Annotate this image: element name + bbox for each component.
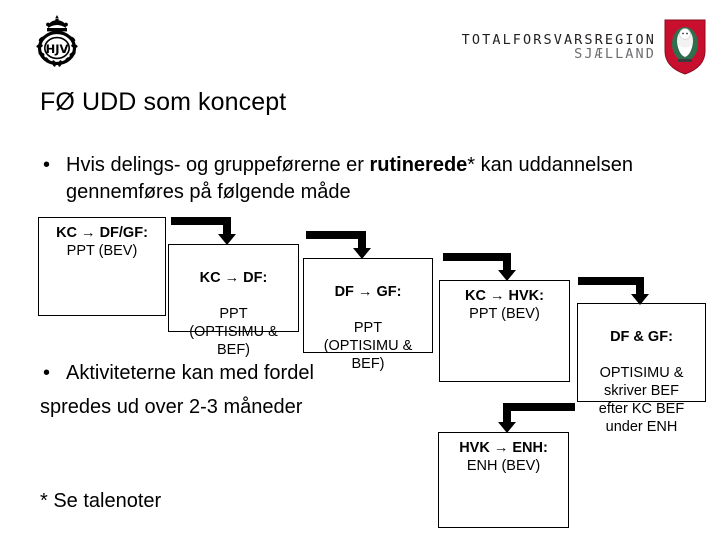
- bullet-2-line-2: spredes ud over 2-3 måneder: [40, 396, 303, 418]
- connector-hbar: [171, 217, 231, 225]
- connector-hbar: [443, 253, 511, 261]
- connector-kc-hvk-to-hvk-enh: [495, 403, 575, 435]
- flow-box-header: HVK → ENH:: [459, 440, 548, 456]
- connector-kc-df-gf-to-kc-df: [171, 217, 237, 249]
- flow-box-df-and-gf[interactable]: DF & GF: OPTISIMU & skriver BEF efter KC…: [577, 303, 706, 435]
- connector-vbar: [636, 277, 644, 295]
- bullet-2-line-1: Aktiviteterne kan med fordel: [66, 362, 314, 384]
- bullet-paragraph-2: • Aktiviteterne kan med fordel spredes u…: [40, 356, 440, 424]
- flow-box-header: KC → DF:: [199, 270, 268, 286]
- bullet-marker: •: [43, 154, 51, 176]
- wordmark-line-1: TOTALFORSVARSREGION: [461, 31, 656, 48]
- connector-vbar: [503, 403, 511, 423]
- connector-vbar: [358, 231, 366, 249]
- connector-hbar: [306, 231, 366, 239]
- connector-arrowhead: [498, 270, 516, 281]
- bullet-marker: •: [43, 362, 51, 384]
- bullet-paragraph-1: • Hvis delings- og gruppeførerne er ruti…: [40, 152, 680, 206]
- totalforsvarsregion-wordmark: TOTALFORSVARSREGION SJÆLLAND: [461, 31, 656, 62]
- flow-box-kc-hvk[interactable]: KC → HVK: PPT (BEV): [439, 280, 570, 382]
- flow-box-header: DF & GF:: [610, 329, 673, 345]
- footnote-talenoter: * Se talenoter: [40, 490, 162, 512]
- flow-box-kc-df[interactable]: KC → DF: PPT (OPTISIMU & BEF): [168, 244, 299, 358]
- page-title: FØ UDD som koncept: [40, 88, 287, 116]
- wordmark-line-2: SJÆLLAND: [574, 46, 656, 62]
- bullet-1-bold: rutinerede: [369, 154, 468, 176]
- flow-box-body: PPT (OPTISIMU & BEF): [323, 320, 413, 372]
- flow-box-body: PPT (OPTISIMU & BEF): [189, 306, 278, 358]
- connector-kc-hvk-to-df-and-gf: [578, 277, 650, 309]
- sjaelland-crest-icon: [664, 19, 706, 75]
- bullet-1-suffix: * kan uddannelsen gennemføres på følgend…: [66, 154, 633, 203]
- connector-df-gf-to-kc-hvk: [443, 253, 517, 285]
- connector-arrowhead: [353, 248, 371, 259]
- hjemmevaernet-logo: HJV: [26, 12, 88, 74]
- totalforsvarsregion-logo: TOTALFORSVARSREGION SJÆLLAND: [462, 18, 706, 76]
- flow-box-header: KC → DF/GF:: [56, 225, 148, 241]
- connector-kc-df-to-df-gf: [306, 231, 372, 263]
- flow-box-header: KC → HVK:: [465, 288, 544, 304]
- flow-box-hvk-enh[interactable]: HVK → ENH: ENH (BEV): [438, 432, 569, 528]
- connector-hbar: [503, 403, 575, 411]
- connector-arrowhead: [631, 294, 649, 305]
- connector-arrowhead: [218, 234, 236, 245]
- flow-box-kc-df-gf[interactable]: KC → DF/GF: PPT (BEV): [38, 217, 166, 316]
- flow-box-body: PPT (BEV): [66, 243, 138, 259]
- flow-box-body: PPT (BEV): [469, 306, 540, 322]
- connector-vbar: [223, 217, 231, 235]
- connector-hbar: [578, 277, 644, 285]
- flow-box-body: ENH (BEV): [466, 458, 541, 474]
- connector-arrowhead: [498, 422, 516, 433]
- flow-box-df-gf[interactable]: DF → GF: PPT (OPTISIMU & BEF): [303, 258, 433, 372]
- flow-box-header: DF → GF:: [334, 284, 402, 300]
- bullet-1-prefix: Hvis delings- og gruppeførerne er: [66, 154, 370, 176]
- svg-text:HJV: HJV: [46, 42, 69, 56]
- connector-vbar: [503, 253, 511, 271]
- flow-box-body: OPTISIMU & skriver BEF efter KC BEF unde…: [598, 365, 685, 435]
- bullet-text-1: Hvis delings- og gruppeførerne er rutine…: [66, 152, 680, 206]
